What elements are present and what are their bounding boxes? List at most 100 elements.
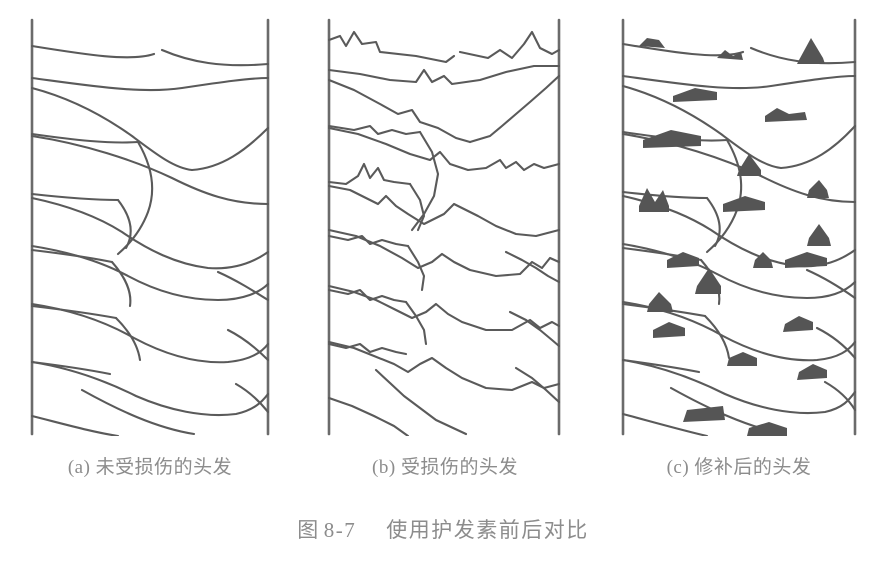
scale-edge	[116, 140, 154, 256]
scale-edge-jagged	[327, 124, 422, 136]
conditioner-deposit	[785, 252, 827, 268]
scale-edge	[705, 196, 721, 248]
scale-edge	[234, 382, 270, 414]
scale-edge	[30, 196, 270, 270]
damaged-hair-diagram	[327, 18, 561, 436]
conditioner-deposit	[647, 292, 673, 312]
conditioner-deposit	[727, 352, 757, 366]
scale-edge	[703, 314, 731, 360]
scale-edge-jagged	[508, 310, 561, 348]
scale-edge	[216, 270, 270, 302]
scale-edge	[779, 124, 857, 170]
conditioner-deposit	[797, 38, 825, 64]
scale-edge	[30, 132, 140, 144]
scale-edge-jagged	[327, 234, 410, 248]
scale-edge	[749, 46, 857, 65]
conditioner-deposit	[747, 422, 787, 436]
scale-edge-jagged	[327, 396, 410, 436]
scale-edge-jagged	[404, 300, 428, 346]
figure-title-label: 图	[297, 518, 320, 542]
scale-edge	[30, 360, 112, 376]
scale-edge-jagged	[374, 368, 468, 436]
scale-edge	[116, 198, 132, 250]
scale-edge	[621, 358, 857, 415]
scale-edge	[30, 76, 270, 92]
scale-edge	[621, 300, 857, 362]
scale-edge	[226, 328, 270, 362]
scale-edge-jagged	[327, 184, 561, 238]
figure-title-text: 使用护发素前后对比	[386, 518, 589, 542]
scale-edge-jagged	[410, 130, 440, 232]
scale-edge	[30, 44, 156, 59]
scale-edge-jagged	[458, 30, 561, 60]
scale-edge	[621, 42, 745, 57]
conditioner-deposit	[783, 316, 813, 332]
conditioner-deposit	[797, 364, 827, 380]
panel-damaged-hair	[320, 18, 570, 436]
scale-edge	[621, 412, 709, 436]
conditioner-deposit	[673, 88, 717, 102]
scale-edge	[30, 414, 120, 436]
scale-edge	[621, 190, 709, 200]
scale-edge-jagged	[327, 162, 412, 186]
scale-edge	[823, 380, 857, 412]
conditioner-deposit	[765, 108, 807, 122]
conditioner-deposit	[683, 406, 725, 422]
scale-edge	[30, 248, 114, 264]
conditioner-deposit	[807, 180, 829, 198]
caption-panel-c: (c) 修补后的头发	[666, 457, 812, 478]
scale-edge	[30, 134, 270, 206]
scale-edge	[190, 126, 270, 172]
scale-edge-jagged	[327, 30, 456, 64]
scale-edge	[30, 192, 120, 202]
conditioner-deposit	[653, 322, 685, 338]
conditioner-deposit	[717, 50, 743, 60]
conditioner-deposit	[695, 268, 721, 294]
panel-undamaged-hair	[22, 18, 278, 436]
conditioner-deposit	[807, 224, 831, 246]
conditioner-deposit	[723, 196, 765, 212]
scale-edge	[621, 84, 783, 170]
panel-row	[22, 18, 865, 436]
conditioner-deposit	[639, 188, 669, 212]
scale-edge-jagged	[504, 250, 561, 284]
panel-repaired-hair	[613, 18, 865, 436]
caption-row: (a) 未受损伤的头发 (b) 受损伤的头发 (c) 修补后的头发	[0, 452, 886, 496]
scale-edge-jagged	[406, 244, 426, 292]
scale-edge-jagged	[327, 340, 561, 392]
conditioner-deposit	[639, 38, 665, 48]
scale-edge-jagged	[327, 288, 408, 304]
scale-edge-jagged	[514, 366, 561, 404]
conditioner-deposit	[753, 252, 773, 268]
repaired-hair-diagram	[621, 18, 857, 436]
scale-edge	[30, 302, 270, 364]
caption-panel-b: (b) 受损伤的头发	[372, 457, 518, 478]
scale-edge	[30, 304, 118, 320]
scale-edge-jagged	[327, 342, 408, 356]
scale-edge	[80, 388, 196, 436]
scale-edge	[114, 316, 142, 362]
scale-edge-jagged	[327, 78, 472, 144]
figure-title-number: 8-7	[323, 518, 357, 542]
caption-panel-a: (a) 未受损伤的头发	[67, 457, 233, 478]
scale-edge	[30, 86, 194, 172]
conditioner-deposit	[643, 130, 701, 148]
scale-edge-jagged	[327, 126, 561, 172]
scale-edge	[621, 74, 857, 90]
conditioner-deposit	[667, 252, 699, 268]
scale-edge	[621, 358, 701, 374]
undamaged-hair-diagram	[30, 18, 270, 436]
scale-edge-jagged	[408, 182, 426, 232]
scale-edge	[110, 260, 132, 308]
scale-edge-jagged	[327, 64, 561, 86]
scale-edge	[30, 360, 270, 417]
conditioner-deposit	[737, 154, 761, 176]
conditioner-deposit-group	[639, 38, 831, 436]
scale-edge	[805, 268, 857, 300]
scale-edge-jagged	[327, 284, 561, 332]
scale-edge-jagged	[327, 228, 561, 278]
scale-edge	[815, 326, 857, 360]
scale-edge	[160, 48, 270, 67]
